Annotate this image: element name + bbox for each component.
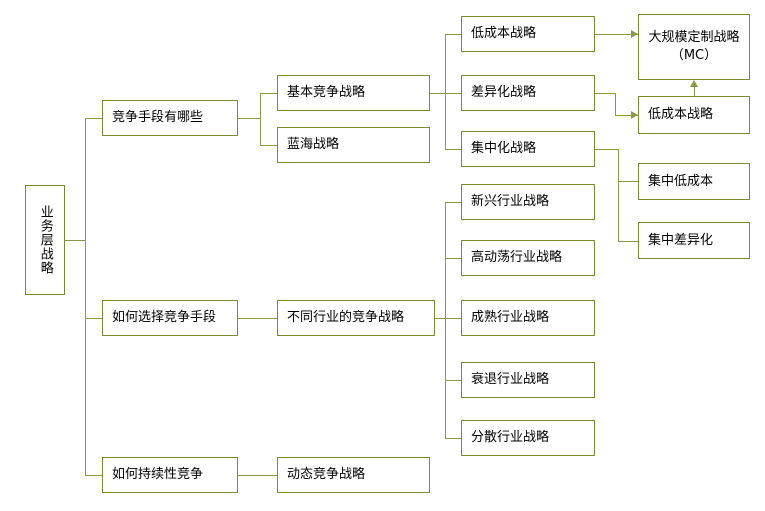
node-label: 如何选择竞争手段 [112,310,217,326]
node-root-label: 业务层战略 [37,205,53,275]
node-mass-customization-strategy[interactable]: 大规模定制战略（MC） [638,14,750,80]
connector-to-basic [260,93,277,94]
node-label: 新兴行业战略 [471,194,550,210]
connector-branch3-to-dynamic [238,475,277,476]
node-mature-industry-strategy[interactable]: 成熟行业战略 [461,300,595,336]
node-dynamic-competitive-strategy[interactable]: 动态竞争战略 [277,457,430,493]
node-label: 基本竞争战略 [287,85,366,101]
connector-to-focus [445,149,461,150]
node-label: 衰退行业战略 [471,372,550,388]
node-label: 集中差异化 [648,232,714,248]
node-label: 高动荡行业战略 [471,250,563,266]
node-label: 蓝海战略 [287,137,340,153]
node-label: 成熟行业战略 [471,310,550,326]
connector-focus-stub [595,149,618,150]
connector-to-turbulent [445,258,461,259]
node-label: 分散行业战略 [471,430,550,446]
connector-focus-trunk [618,149,619,241]
connector-lowcost-to-mc [595,34,638,35]
connector-to-low-cost [445,34,461,35]
node-emerging-industry-strategy[interactable]: 新兴行业战略 [461,184,595,220]
connector-level2-trunk [85,118,86,475]
connector-diff-to-lowcost-right [615,115,638,116]
node-level2-competition-methods[interactable]: 竞争手段有哪些 [102,100,238,136]
node-differentiation-strategy[interactable]: 差异化战略 [461,75,595,111]
connector-industry-stub [435,318,445,319]
node-focus-strategy[interactable]: 集中化战略 [461,131,595,167]
node-label: 如何持续性竞争 [112,467,204,483]
connector-to-level2-1 [85,118,102,119]
connector-branch1-trunk [260,93,261,145]
connector-to-focus-differentiation [618,241,638,242]
node-basic-competitive-strategy[interactable]: 基本竞争战略 [277,75,430,111]
node-label: 低成本战略 [471,26,537,42]
node-label: 大规模定制战略（MC） [648,30,740,63]
node-low-cost-strategy-outcome[interactable]: 低成本战略 [638,96,750,134]
node-label: 竞争手段有哪些 [112,110,204,126]
node-label: 低成本战略 [648,107,714,123]
connector-industry-trunk [445,202,446,438]
node-focus-differentiation[interactable]: 集中差异化 [638,222,750,259]
connector-to-differentiation [445,93,461,94]
node-label: 集中化战略 [471,141,537,157]
connector-root-stub [65,240,85,241]
connector-to-fragmented [445,438,461,439]
node-turbulent-industry-strategy[interactable]: 高动荡行业战略 [461,240,595,276]
connector-diff-drop [615,93,616,115]
connector-branch2-to-industry [238,318,277,319]
connector-basic-stub [430,93,445,94]
connector-lowcostright-to-mc [694,87,695,96]
connector-diff-stub [595,93,615,94]
connector-to-focus-lowcost [618,181,638,182]
connector-to-declining [445,380,461,381]
node-fragmented-industry-strategy[interactable]: 分散行业战略 [461,420,595,456]
node-focus-low-cost[interactable]: 集中低成本 [638,163,750,200]
connector-to-mature [445,318,461,319]
connector-branch1-stub [238,118,260,119]
node-label: 集中低成本 [648,173,714,189]
arrow-lowcostright-to-mc [690,80,698,87]
connector-to-level2-2 [85,318,102,319]
node-blue-ocean-strategy[interactable]: 蓝海战略 [277,127,430,163]
node-root[interactable]: 业务层战略 [25,185,65,295]
node-industry-competitive-strategy[interactable]: 不同行业的竞争战略 [277,300,435,336]
connector-basic-trunk [445,34,446,149]
node-declining-industry-strategy[interactable]: 衰退行业战略 [461,362,595,398]
node-level2-how-to-choose[interactable]: 如何选择竞争手段 [102,300,238,336]
arrow-diff-to-lowcost-right [631,111,638,119]
node-label: 动态竞争战略 [287,467,366,483]
connector-to-emerging [445,202,461,203]
connector-to-blue-ocean [260,145,277,146]
node-label: 不同行业的竞争战略 [287,310,405,326]
node-label: 差异化战略 [471,85,537,101]
node-low-cost-strategy[interactable]: 低成本战略 [461,16,595,52]
arrow-lowcost-to-mc [631,30,638,38]
node-level2-sustainable-competition[interactable]: 如何持续性竞争 [102,457,238,493]
connector-to-level2-3 [85,475,102,476]
